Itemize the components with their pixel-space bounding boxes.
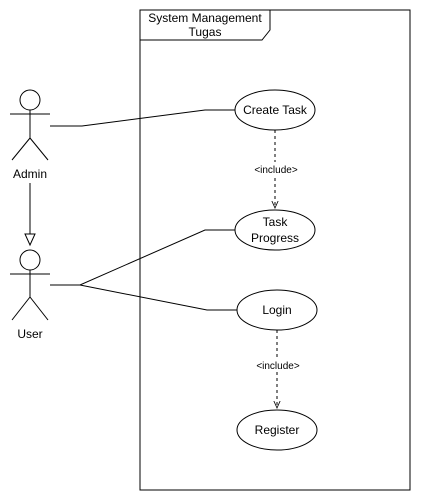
task-progress-label-line1: Task bbox=[263, 215, 289, 229]
user-label: User bbox=[17, 327, 42, 341]
use-case-login[interactable]: Login bbox=[236, 289, 318, 331]
admin-head bbox=[19, 89, 41, 111]
system-title-tab bbox=[140, 10, 271, 41]
admin-leg-right bbox=[29, 137, 49, 161]
generalization-admin-user bbox=[24, 183, 36, 247]
task-progress-label-line2: Progress bbox=[251, 231, 299, 245]
use-case-task-progress[interactable]: Task Progress bbox=[234, 209, 316, 251]
include-label-1: <include> bbox=[254, 165, 298, 176]
include-login-register: <include> bbox=[254, 330, 302, 408]
association-user-login bbox=[50, 284, 237, 311]
login-label: Login bbox=[262, 303, 291, 317]
admin-label: Admin bbox=[13, 167, 47, 181]
actor-user[interactable]: User bbox=[10, 249, 50, 341]
system-title-line1: System Management bbox=[148, 11, 262, 25]
association-user-task-progress bbox=[50, 229, 235, 286]
create-task-label: Create Task bbox=[243, 103, 308, 117]
generalization-arrowhead bbox=[24, 233, 36, 247]
user-leg-left bbox=[11, 296, 31, 321]
user-head bbox=[19, 249, 41, 271]
system-boundary: System Management Tugas bbox=[139, 9, 411, 491]
include-create-task-progress: <include> bbox=[252, 130, 300, 208]
system-title-line2: Tugas bbox=[189, 25, 222, 39]
association-admin-create-task bbox=[50, 109, 235, 127]
use-case-register[interactable]: Register bbox=[236, 409, 318, 451]
admin-leg-left bbox=[11, 137, 31, 161]
register-label: Register bbox=[255, 423, 300, 437]
use-case-create-task[interactable]: Create Task bbox=[234, 89, 316, 131]
actor-admin[interactable]: Admin bbox=[10, 89, 50, 181]
include-label-2: <include> bbox=[256, 361, 300, 372]
user-leg-right bbox=[29, 296, 49, 321]
